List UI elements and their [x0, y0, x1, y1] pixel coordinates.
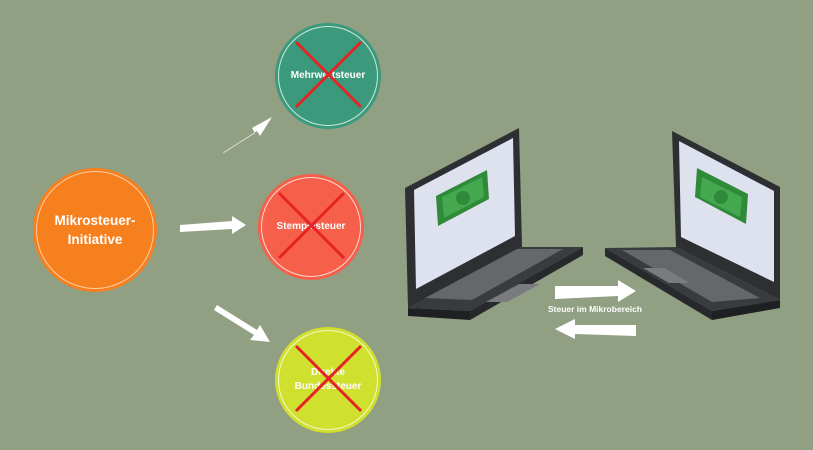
microtax-initiative-circle: Mikrosteuer- Initiative	[33, 168, 157, 292]
cross-icon	[277, 191, 346, 260]
stamp-tax-circle: Stempelsteuer	[258, 174, 364, 280]
laptop-icon	[405, 128, 583, 320]
microtax-initiative-label: Mikrosteuer- Initiative	[54, 213, 136, 247]
arrow-icon	[180, 216, 246, 234]
federal-tax-label: Direkte Bundessteuer	[294, 367, 362, 392]
money-bill-icon	[436, 170, 489, 226]
arrow-icon	[222, 117, 272, 154]
arrow-icon	[555, 280, 636, 302]
federal-tax-circle: Direkte Bundessteuer	[275, 327, 381, 433]
laptop-icon	[605, 131, 780, 320]
vat-circle: Mehrwertsteuer	[275, 23, 381, 129]
money-bill-icon	[695, 168, 748, 224]
transfer-caption: Steuer im Mikrobereich	[547, 304, 642, 314]
cross-icon	[294, 344, 363, 413]
arrow-icon	[555, 319, 636, 339]
cross-icon	[294, 40, 363, 109]
arrow-icon	[214, 305, 270, 342]
